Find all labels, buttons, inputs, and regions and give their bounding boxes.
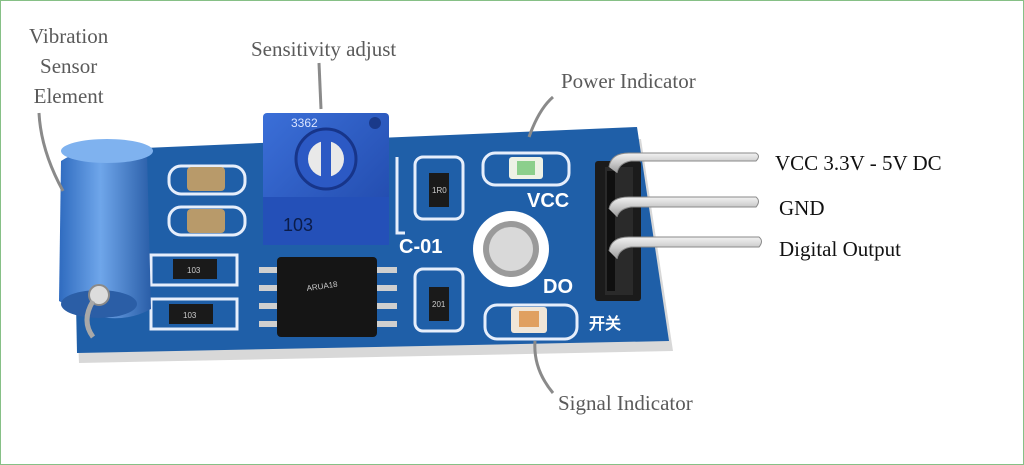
do-marking: DO xyxy=(543,276,573,298)
resistor-201-label: 201 xyxy=(432,300,446,309)
comparator-ic: ARUA18 xyxy=(259,257,397,337)
resistor-1r0-label: 1R0 xyxy=(432,186,447,195)
power-leader xyxy=(527,95,555,138)
pot-side-marking: 103 xyxy=(283,215,313,235)
vcc-pin-label: VCC 3.3V - 5V DC xyxy=(775,151,942,175)
pin-header xyxy=(595,161,641,301)
pin-digital-output xyxy=(608,236,762,260)
pot-top-marking: 3362 xyxy=(291,116,318,130)
sensitivity-adjust-label: Sensitivity adjust xyxy=(251,37,397,61)
ic-marking: ARUA18 xyxy=(306,280,339,293)
resistor-103-a-label: 103 xyxy=(187,266,201,275)
vibration-label-line3: Element xyxy=(33,84,104,108)
capacitor-2 xyxy=(167,205,247,237)
resistor-103-a: 103 xyxy=(149,253,239,287)
sensitivity-leader xyxy=(317,62,323,110)
power-indicator-label: Power Indicator xyxy=(561,69,696,93)
gnd-pin-label: GND xyxy=(779,196,825,220)
power-led xyxy=(481,151,571,187)
pin-gnd xyxy=(608,196,759,218)
vibration-sensor-label: Vibration Sensor Element xyxy=(29,21,108,111)
vibration-label-line2: Sensor xyxy=(40,54,98,78)
signal-led xyxy=(483,303,579,341)
silkscreen-outline xyxy=(395,157,405,235)
vcc-marking: VCC xyxy=(527,190,569,212)
resistor-103-b-label: 103 xyxy=(183,311,197,320)
vibration-leader xyxy=(37,112,65,192)
switch-marking: 开关 xyxy=(589,314,621,333)
vibration-sensor-element xyxy=(59,139,153,339)
resistor-201: 201 xyxy=(413,267,465,333)
model-marking: C-01 xyxy=(399,236,442,258)
resistor-1r0: 1R0 xyxy=(413,155,465,221)
mounting-hole xyxy=(473,211,549,287)
potentiometer: 3362 103 xyxy=(263,113,389,245)
resistor-103-b: 103 xyxy=(149,297,239,331)
vibration-label-line1: Vibration xyxy=(29,24,109,48)
pin-vcc xyxy=(608,152,759,174)
signal-leader xyxy=(533,340,555,394)
capacitor-1 xyxy=(167,164,247,196)
digital-output-pin-label: Digital Output xyxy=(779,237,901,261)
signal-indicator-label: Signal Indicator xyxy=(558,391,693,415)
